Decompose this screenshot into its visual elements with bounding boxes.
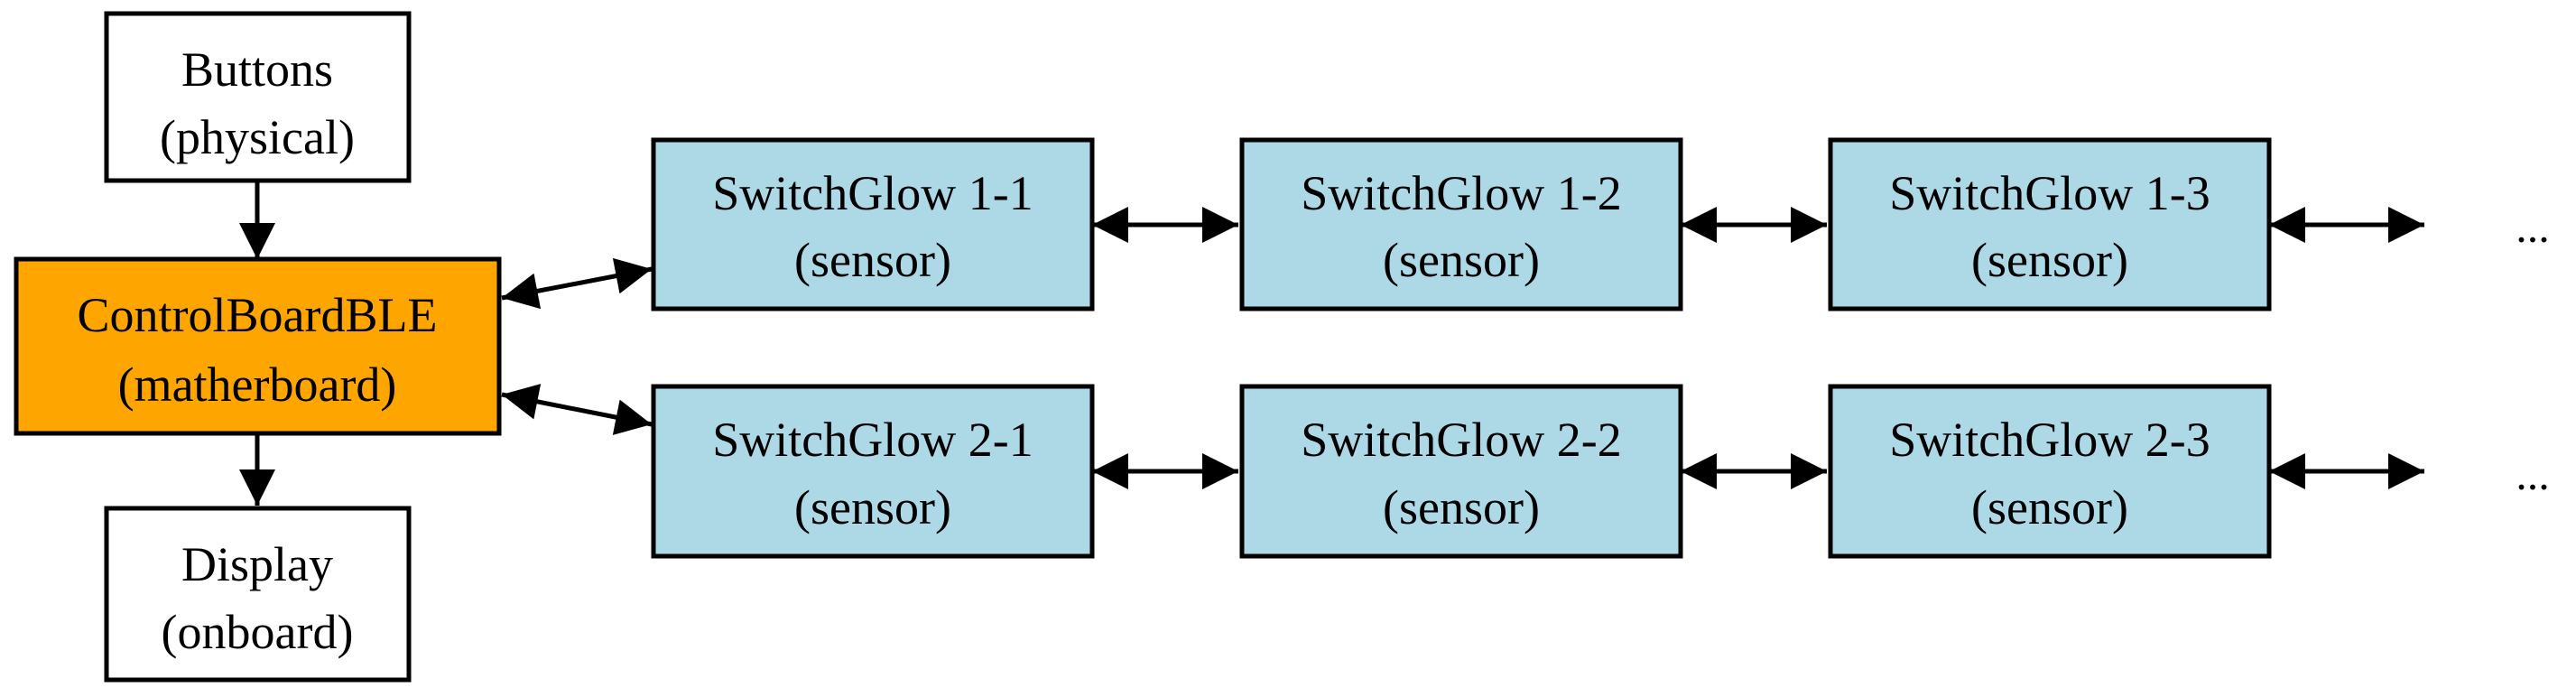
node-switchglow-2-2-subtitle: (sensor)	[1383, 480, 1540, 534]
node-display-title: Display	[181, 537, 333, 591]
node-controlboard: ControlBoardBLE (matherboard)	[14, 256, 502, 436]
node-switchglow-1-3-box	[1828, 137, 2272, 311]
node-switchglow-2-1-box	[651, 384, 1095, 559]
ellipsis-row-1: ...	[2516, 201, 2550, 252]
node-switchglow-1-1: SwitchGlow 1-1 (sensor)	[651, 137, 1095, 311]
node-buttons: Buttons (physical)	[104, 11, 412, 183]
edges	[239, 181, 2424, 506]
node-switchglow-2-1-subtitle: (sensor)	[794, 480, 951, 534]
node-switchglow-1-3: SwitchGlow 1-3 (sensor)	[1828, 137, 2272, 311]
node-switchglow-2-2: SwitchGlow 2-2 (sensor)	[1239, 384, 1683, 559]
node-switchglow-2-1-title: SwitchGlow 2-1	[712, 413, 1033, 467]
node-switchglow-2-2-box	[1239, 384, 1683, 559]
node-switchglow-1-2-title: SwitchGlow 1-2	[1301, 166, 1621, 220]
node-display-box	[104, 506, 412, 683]
node-switchglow-1-3-subtitle: (sensor)	[1971, 233, 2128, 287]
node-switchglow-2-3: SwitchGlow 2-3 (sensor)	[1828, 384, 2272, 559]
node-buttons-box	[104, 11, 412, 183]
node-switchglow-2-1: SwitchGlow 2-1 (sensor)	[651, 384, 1095, 559]
node-buttons-subtitle: (physical)	[160, 110, 355, 164]
node-switchglow-2-3-title: SwitchGlow 2-3	[1889, 413, 2210, 467]
node-switchglow-1-2-box	[1239, 137, 1683, 311]
edge-controlboard-sg21	[501, 384, 653, 435]
node-buttons-title: Buttons	[181, 42, 333, 97]
edge-controlboard-sg11	[501, 257, 653, 310]
node-switchglow-2-3-box	[1828, 384, 2272, 559]
node-switchglow-1-2: SwitchGlow 1-2 (sensor)	[1239, 137, 1683, 311]
ellipsis-row-2: ...	[2516, 449, 2550, 499]
node-controlboard-box	[14, 256, 502, 436]
node-switchglow-1-1-title: SwitchGlow 1-1	[712, 166, 1033, 220]
node-display: Display (onboard)	[104, 506, 412, 683]
node-controlboard-subtitle: (matherboard)	[118, 358, 397, 412]
node-switchglow-2-2-title: SwitchGlow 2-2	[1301, 413, 1621, 467]
node-switchglow-1-3-title: SwitchGlow 1-3	[1889, 166, 2210, 220]
node-switchglow-1-2-subtitle: (sensor)	[1383, 233, 1540, 287]
node-switchglow-1-1-box	[651, 137, 1095, 311]
node-controlboard-title: ControlBoardBLE	[78, 288, 438, 342]
node-display-subtitle: (onboard)	[162, 605, 354, 659]
node-switchglow-2-3-subtitle: (sensor)	[1971, 480, 2128, 534]
node-switchglow-1-1-subtitle: (sensor)	[794, 233, 951, 287]
